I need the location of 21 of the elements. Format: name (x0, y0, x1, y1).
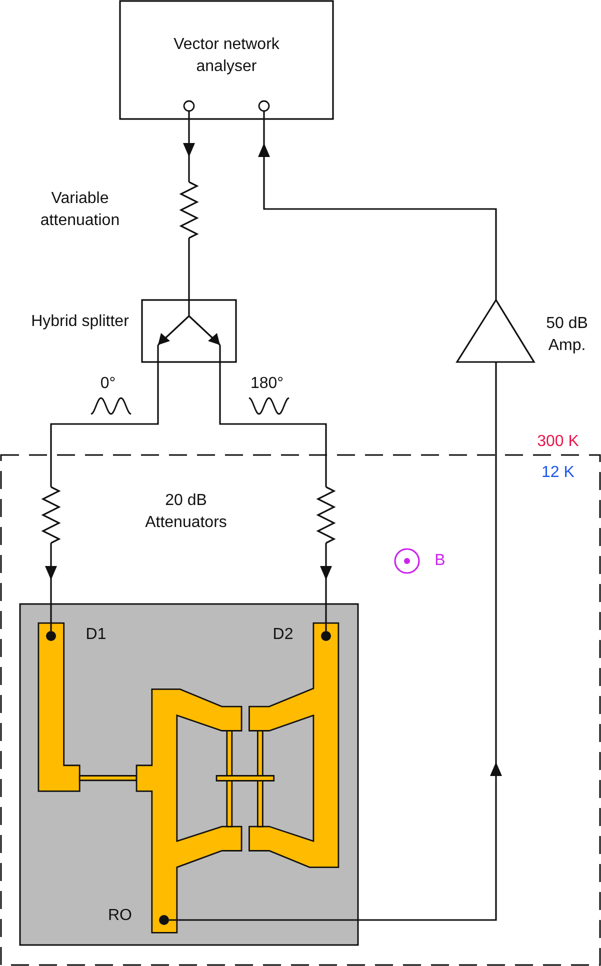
phase-label: 180° (249, 374, 285, 394)
connector-line (188, 238, 190, 300)
arrow (320, 543, 332, 631)
component-label: Hybrid splitter (30, 312, 130, 332)
arrow (183, 119, 195, 182)
terminal-label: RO (107, 906, 133, 926)
temperature-label: 12 K (540, 463, 576, 483)
component-label: Variable attenuation (39, 189, 121, 232)
phase-label: 0° (99, 374, 117, 394)
component-label: 20 dB Attenuators (144, 491, 228, 534)
arrow (169, 362, 502, 921)
temperature-label: 300 K (536, 432, 580, 452)
component-label: 50 dB Amp. (545, 314, 589, 356)
terminal-label: D2 (272, 625, 294, 645)
arrow (45, 543, 57, 631)
connector-line (50, 362, 159, 487)
arrow (258, 119, 497, 300)
terminal-label: D1 (84, 625, 108, 645)
field-label: B (434, 551, 446, 571)
instrument-label: Vector network analyser (172, 35, 280, 78)
connector-line (219, 362, 327, 487)
